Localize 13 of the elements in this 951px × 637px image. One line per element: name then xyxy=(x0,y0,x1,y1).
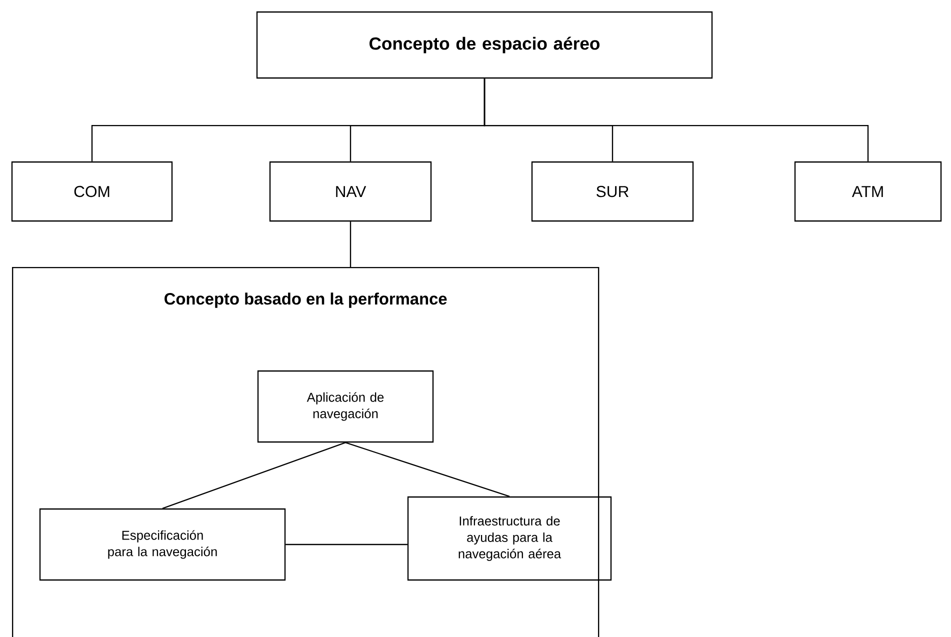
connector-line xyxy=(350,222,352,267)
category-box: ATM xyxy=(794,161,942,222)
category-box: NAV xyxy=(269,161,432,222)
process-box: Aplicación de navegación xyxy=(257,370,434,443)
title-box: Concepto de espacio aéreo xyxy=(256,11,713,79)
connector-line xyxy=(345,442,510,497)
connector-line xyxy=(162,442,346,509)
process-box: Infraestructura de ayudas para la navegación aérea xyxy=(407,496,612,581)
category-box: COM xyxy=(11,161,173,222)
process-box: Especificación para la navegación xyxy=(39,508,286,581)
category-box: SUR xyxy=(531,161,694,222)
connector-line xyxy=(484,78,869,162)
connector-line xyxy=(286,544,408,546)
